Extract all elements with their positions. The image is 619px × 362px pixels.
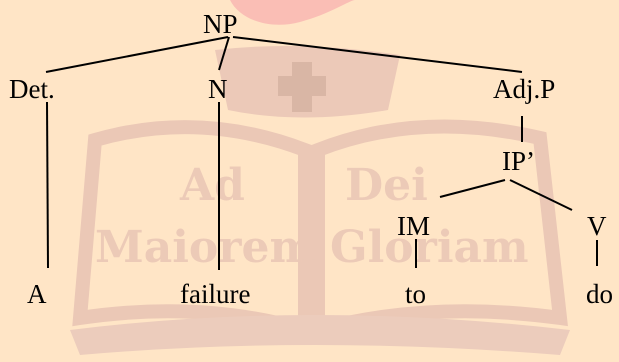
watermark-text-maiorem: Maiorem [95, 222, 316, 273]
leaf-failure: failure [180, 279, 250, 309]
watermark-text-gloriam: Gloriam [330, 222, 529, 273]
edge-np-adjp [232, 36, 523, 73]
watermark-logo: Ad Dei Maiorem Gloriam [70, 0, 570, 355]
edge-np-n [218, 36, 230, 71]
node-ip: IP’ [502, 146, 535, 176]
edge-det-a [46, 101, 49, 269]
leaf-a: A [27, 279, 47, 309]
cross-icon [278, 62, 326, 112]
edge-ip-im [439, 179, 506, 198]
edge-ip-v [509, 179, 573, 211]
leaf-to: to [405, 279, 426, 309]
node-im: IM [397, 211, 430, 241]
node-np: NP [203, 9, 238, 39]
node-det: Det. [9, 74, 55, 104]
tree-nodes: NP Det. N Adj.P IP’ IM V A failure to do [9, 9, 613, 309]
node-v: V [587, 211, 607, 241]
leaf-do: do [586, 279, 613, 309]
watermark-text-dei: Dei [345, 160, 428, 211]
flame-shape [230, 0, 355, 25]
tree-edges [45, 36, 598, 270]
node-adjp: Adj.P [493, 74, 555, 104]
book-base [70, 315, 570, 355]
watermark-text-ad: Ad [179, 160, 245, 211]
edge-np-det [45, 36, 229, 73]
node-n: N [208, 74, 228, 104]
